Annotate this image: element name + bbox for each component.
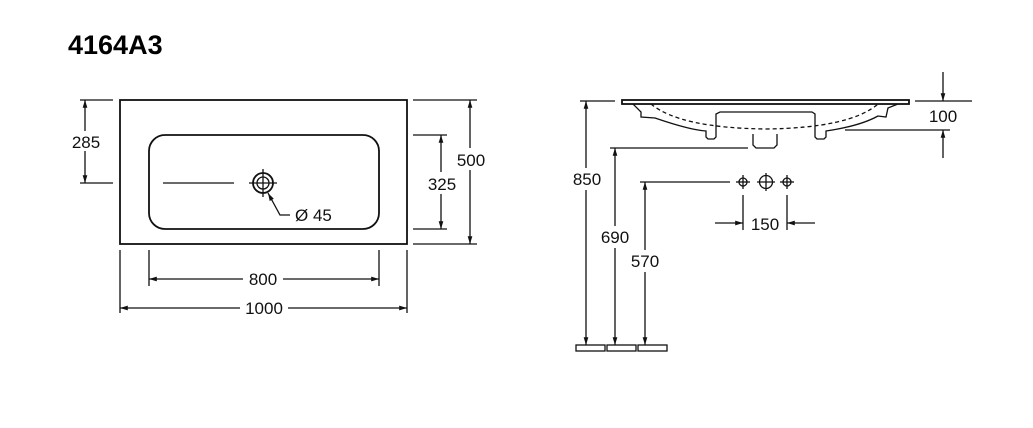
- dim-1000-label: 1000: [245, 299, 283, 318]
- drain-icon: [249, 169, 277, 197]
- side-view: 100 850 690 570 150: [568, 72, 972, 352]
- dim-800-label: 800: [249, 270, 277, 289]
- basin-bowl-outline: [148, 134, 380, 230]
- washbasin-profile: [621, 99, 910, 149]
- model-number-title: 4164A3: [68, 30, 163, 60]
- dim-570-label: 570: [631, 252, 659, 271]
- tap-hole-icons: [736, 173, 794, 191]
- washbasin-outline: [119, 99, 408, 245]
- dim-850-label: 850: [573, 170, 601, 189]
- dim-285-label: 285: [72, 133, 100, 152]
- floor-blocks: [575, 344, 668, 352]
- dim-100-label: 100: [929, 107, 957, 126]
- dim-690-label: 690: [601, 228, 629, 247]
- dim-325-label: 325: [428, 175, 456, 194]
- dim-150-label: 150: [751, 215, 779, 234]
- drain-diameter-label: Ø 45: [295, 206, 332, 225]
- top-view: Ø 45 285 500 325 800 1000: [66, 99, 491, 319]
- drain-leader: [267, 192, 290, 216]
- dim-500-label: 500: [457, 151, 485, 170]
